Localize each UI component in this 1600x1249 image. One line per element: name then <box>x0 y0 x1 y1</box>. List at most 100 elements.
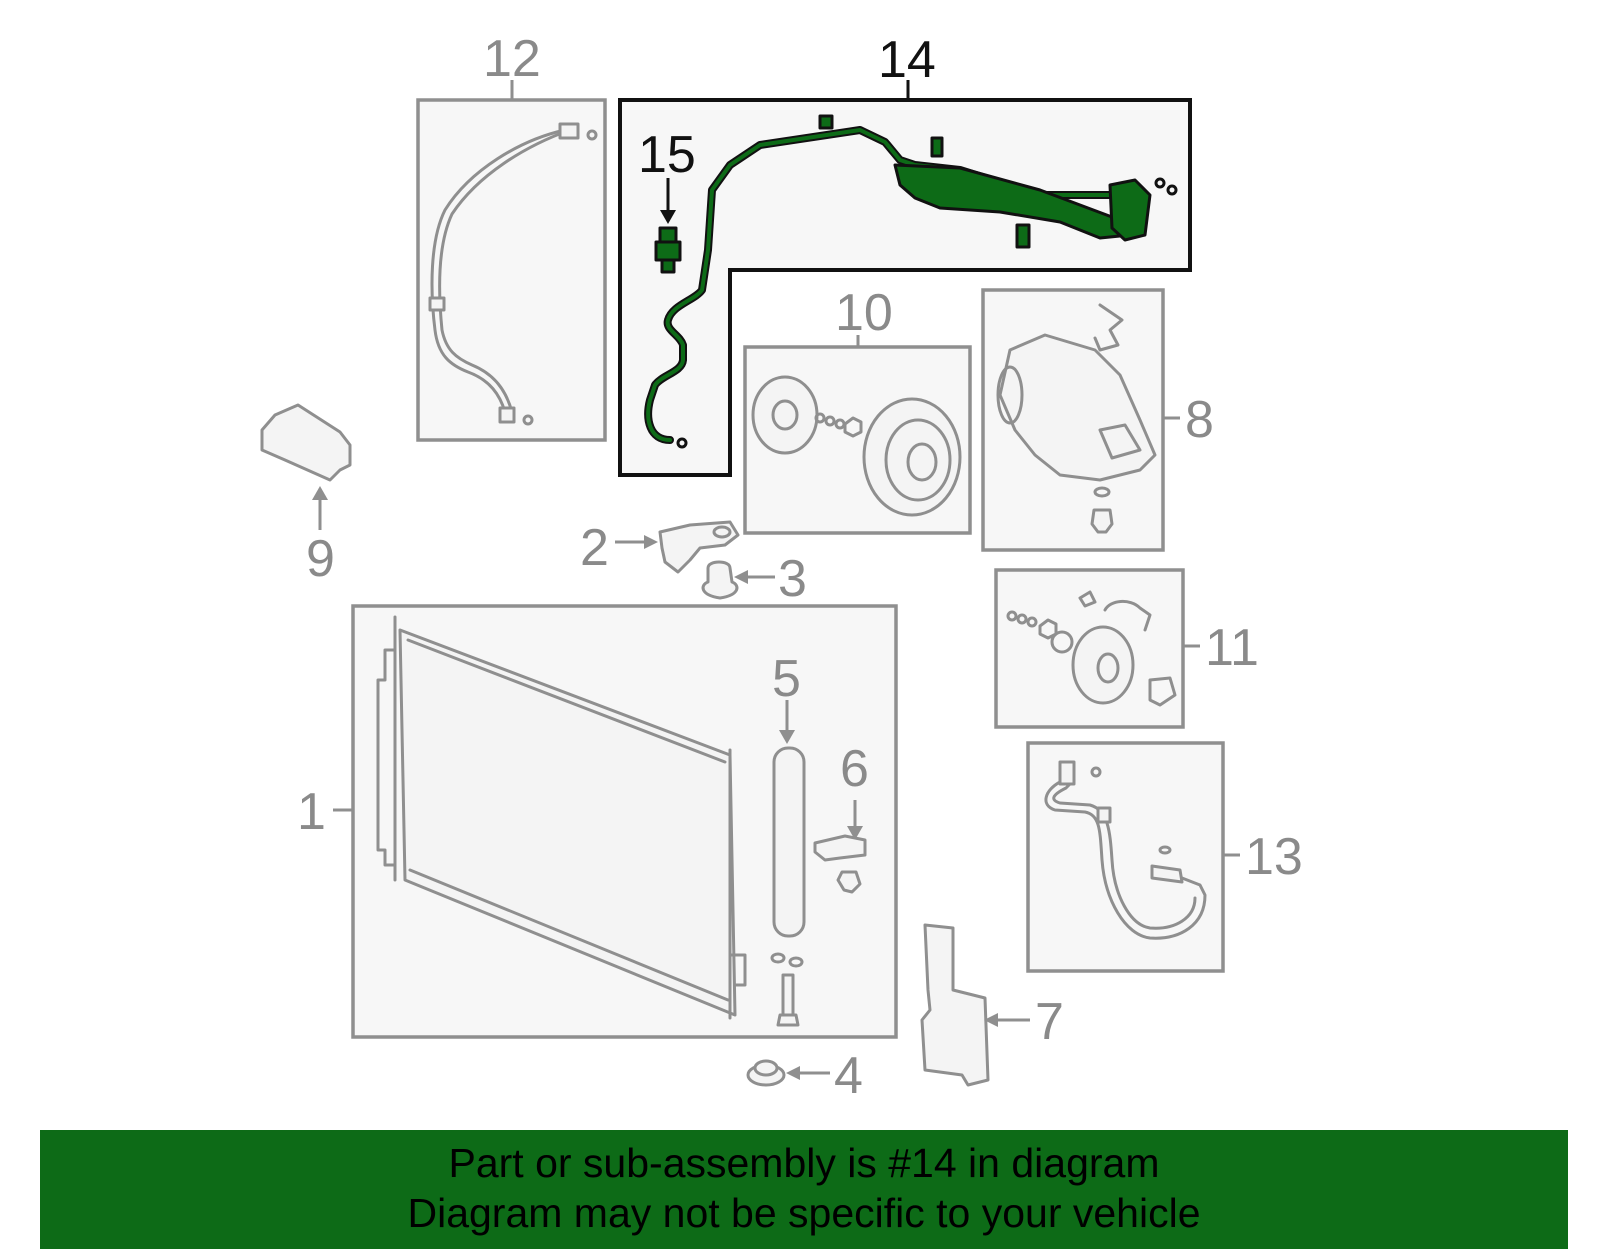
part-12-oring-top <box>586 129 598 141</box>
banner-line-part: Part or sub-assembly is #14 in diagram <box>448 1140 1160 1186</box>
part-13-box <box>1026 741 1225 973</box>
part-11-clutch-kit-group[interactable] <box>994 568 1200 729</box>
part-14-flange <box>1108 178 1152 242</box>
part-5-plug <box>781 973 795 1017</box>
callout-2: 2 <box>580 519 609 577</box>
callout-5: 5 <box>772 650 801 708</box>
part-10-pulley <box>862 397 962 517</box>
part-15-switch-tip <box>660 258 676 274</box>
part-14-cap-right <box>930 136 944 158</box>
part-5-oring-a <box>770 952 786 964</box>
part-9-arrow <box>312 486 328 500</box>
callout-3: 3 <box>778 550 807 608</box>
part-12-fitting-top <box>558 122 580 140</box>
part-11-shim-c <box>1026 616 1038 628</box>
part-10-clutch-group[interactable] <box>743 335 972 535</box>
part-2-hole <box>712 525 732 539</box>
part-12-clamp <box>428 296 446 312</box>
part-14-cap-left <box>818 114 834 130</box>
part-14-pipe-group[interactable] <box>618 80 1192 477</box>
part-13-fitting-bottom <box>1150 864 1184 884</box>
callout-9: 9 <box>306 530 335 588</box>
callout-4: 4 <box>834 1047 863 1105</box>
part-8-oring <box>1093 486 1111 498</box>
part-11-circlip <box>1050 630 1074 654</box>
part-10-pulley-hub <box>906 442 938 482</box>
part-10-shim-b <box>824 415 836 427</box>
part-14-bracket <box>1015 223 1031 249</box>
part-10-clutch-plate <box>751 375 819 455</box>
part-1-tank-left <box>376 615 397 882</box>
callout-7: 7 <box>1035 993 1064 1051</box>
part-6-bolt <box>836 870 862 894</box>
part-2-arrow <box>644 535 658 549</box>
part-14-oring-c <box>676 437 688 449</box>
part-10-pulley-inner <box>884 418 952 502</box>
part-1-condenser-edges <box>406 638 730 1002</box>
part-5-drier <box>772 746 806 938</box>
part-11-coil-center <box>1096 652 1120 684</box>
part-4-grommet-group[interactable] <box>746 1059 830 1087</box>
part-5-oring-b <box>788 956 804 968</box>
callout-12: 12 <box>483 30 541 88</box>
part-9-bracket-group[interactable] <box>260 403 352 530</box>
part-4-arrow <box>786 1066 800 1080</box>
part-6-arrow <box>847 826 863 840</box>
part-3-arrow <box>734 570 748 584</box>
part-11-shim-b <box>1016 613 1028 625</box>
part-5-arrow <box>779 730 795 744</box>
part-5-drier-group[interactable] <box>770 700 806 1027</box>
part-2-bracket <box>658 520 740 574</box>
part-13-oring-bottom <box>1158 845 1172 855</box>
part-12-fitting-bottom <box>498 406 516 424</box>
part-8-compressor-body <box>998 333 1157 482</box>
part-15-switch-body <box>654 240 682 262</box>
part-11-shim-a <box>1006 610 1018 622</box>
part-10-shim-a <box>814 412 826 424</box>
part-1-condenser-group[interactable] <box>333 604 898 1039</box>
part-8-bolt <box>1090 508 1114 534</box>
part-3-grommet-group[interactable] <box>701 560 775 600</box>
part-11-connector <box>1148 676 1177 707</box>
part-11-small-clip <box>1078 590 1097 608</box>
part-7-arrow <box>984 1013 998 1027</box>
part-2-bracket-group[interactable] <box>615 520 740 574</box>
callout-11: 11 <box>1205 619 1259 677</box>
part-12-hose-group[interactable] <box>416 80 607 442</box>
part-11-coil <box>1071 625 1135 705</box>
part-8-port <box>1098 423 1142 460</box>
callout-8: 8 <box>1185 391 1214 449</box>
part-4-grommet-top <box>753 1059 779 1077</box>
part-15-switch-head <box>658 226 678 244</box>
part-10-snap-ring <box>843 416 863 438</box>
callout-14: 14 <box>878 31 936 89</box>
part-5-plug-head <box>776 1013 800 1027</box>
part-8-compressor-face <box>996 365 1024 425</box>
part-13-hose-group[interactable] <box>1026 741 1240 973</box>
banner-line-disclaimer: Diagram may not be specific to your vehi… <box>407 1190 1201 1236</box>
part-14-block <box>893 163 1132 240</box>
part-15-arrow <box>660 210 676 224</box>
part-8-bracket <box>1093 303 1124 352</box>
part-15-switch-group[interactable] <box>654 178 682 274</box>
part-12-oring-bottom <box>522 414 534 426</box>
part-1-condenser-core <box>398 628 737 1017</box>
part-7-bracket-group[interactable] <box>920 923 1030 1087</box>
part-12-hose <box>430 128 567 414</box>
info-banner: Part or sub-assembly is #14 in diagram D… <box>40 1130 1568 1249</box>
part-11-wire <box>1103 600 1152 632</box>
part-13-fitting-top <box>1058 760 1076 786</box>
part-6-bracket-group[interactable] <box>813 800 867 894</box>
part-14-oring-b <box>1166 184 1178 196</box>
part-8-compressor-group[interactable] <box>981 288 1180 552</box>
part-1-tank-right <box>728 748 747 1020</box>
part-3-grommet <box>701 560 739 600</box>
callout-6: 6 <box>840 740 869 798</box>
part-6-bracket <box>813 834 867 862</box>
callout-10: 10 <box>835 284 893 342</box>
part-13-oring-top <box>1090 766 1102 778</box>
part-14-pipe <box>646 128 1122 442</box>
part-9-bracket <box>260 403 352 482</box>
part-10-clutch-hub <box>771 399 799 431</box>
parts-diagram: 1 2 3 4 5 6 7 8 9 10 11 12 13 14 15 <box>260 30 1303 1105</box>
